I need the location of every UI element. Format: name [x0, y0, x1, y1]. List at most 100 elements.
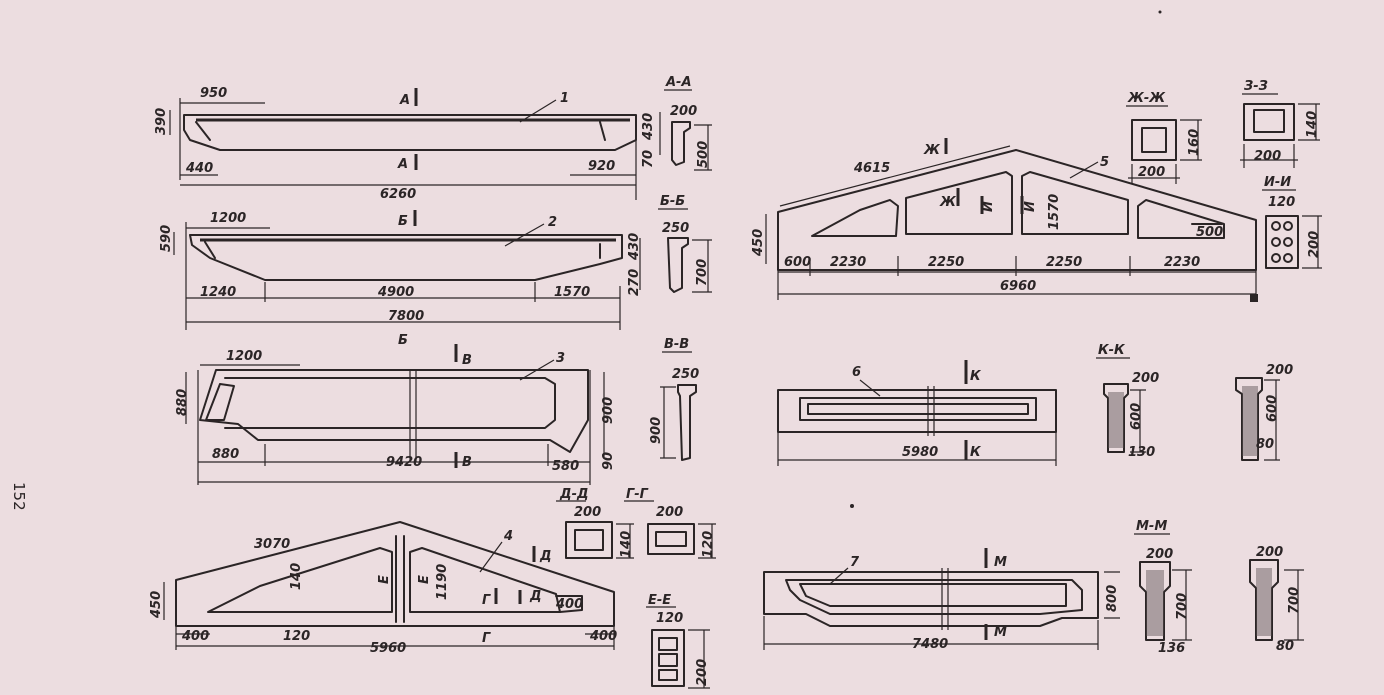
beam1-dim-len: 6260 [380, 187, 416, 202]
beam1-dim-920: 920 [588, 159, 615, 174]
beam2-section-top: Б [398, 214, 408, 229]
beam-1: 950 440 920 6260 390 430 70 1 А А [154, 86, 661, 202]
section-mm-bot: 136 [1158, 641, 1185, 656]
truss4-mark: 4 [503, 529, 513, 544]
beam3-dim-h3: 90 [601, 452, 616, 470]
section-aa-title: А-А [665, 75, 692, 90]
section-z3-w: 200 [1254, 149, 1281, 164]
section-gg-title: Г-Г [626, 487, 649, 502]
section-kk-h: 600 [1129, 403, 1144, 430]
beam2-section-bot: Б [398, 333, 408, 348]
section-kk-top: 200 [1132, 371, 1159, 386]
beam2-dim-len: 7800 [388, 309, 424, 324]
truss5-dim-l3: 2250 [1046, 255, 1082, 270]
beam-6: 5980 6 К К [777, 360, 1057, 466]
beam7-mark: 7 [850, 555, 860, 570]
section-z3-h: 140 [1305, 111, 1320, 138]
truss5-dim-l4: 2230 [1164, 255, 1200, 270]
beam-2: 1200 1240 4900 1570 7800 590 430 270 2 Б… [159, 210, 642, 348]
section-ee: Е-Е 120 200 [646, 593, 710, 689]
section-bb-title: Б-Б [660, 194, 685, 209]
truss4-dim-l3: 400 [589, 629, 617, 644]
section-m2-h: 700 [1287, 587, 1302, 614]
section-vv: В-В 250 900 [649, 337, 699, 461]
truss4-dim-h1: 450 [149, 591, 164, 619]
beam2-dim-h1: 590 [159, 225, 174, 252]
truss-5: 4615 600 2230 2250 2250 2230 6960 450 15… [751, 138, 1258, 302]
section-gg: Г-Г 200 120 [624, 487, 716, 559]
dot-mark [1158, 10, 1162, 14]
beam-7: 7480 800 7 М М [763, 548, 1120, 652]
section-kk-bot: 130 [1128, 445, 1155, 460]
section-ee-h: 200 [695, 659, 710, 686]
beam6-section-top: К [970, 369, 982, 384]
truss-4: 3070 400 120 5960 400 450 140 1190 400 4… [149, 521, 617, 656]
section-ii-h: 200 [1307, 231, 1322, 258]
truss4-dim-h4: 400 [555, 597, 583, 612]
section-m2: 200 700 80 [1249, 545, 1304, 654]
truss5-dim-l0: 600 [784, 255, 811, 270]
truss4-dim-len: 5960 [370, 641, 406, 656]
beam7-dim-h: 800 [1105, 585, 1120, 612]
truss5-dim-h2: 1570 [1047, 194, 1062, 230]
section-ii: И-И 120 200 [1262, 175, 1322, 269]
page-number: 152 [10, 482, 28, 511]
beam1-dim-950: 950 [200, 86, 227, 101]
beam3-dim-h2: 900 [601, 397, 616, 424]
truss4-section-e2: Е [417, 575, 432, 584]
dot-mark [850, 504, 854, 508]
section-vv-w: 250 [672, 367, 699, 382]
section-m2-bot: 80 [1276, 639, 1294, 654]
section-m2-top: 200 [1256, 545, 1283, 560]
truss5-section-i: И [981, 201, 996, 212]
beam3-mark: 3 [556, 351, 565, 366]
truss5-dim-h3: 500 [1196, 225, 1223, 240]
section-gg-w: 200 [656, 505, 683, 520]
beam1-mark: 1 [560, 91, 569, 106]
beam3-dim-l3: 9420 [386, 455, 422, 470]
section-vv-h: 900 [649, 417, 664, 444]
truss4-dim-h3: 1190 [435, 564, 450, 600]
truss5-dim-len: 6960 [1000, 279, 1036, 294]
section-z3: З-З 200 140 [1240, 79, 1320, 168]
beam-3: 1200 880 9420 580 880 900 90 3 В В [175, 344, 616, 485]
truss5-dim-h1: 450 [751, 229, 766, 257]
beam7-dim-len: 7480 [912, 637, 948, 652]
section-aa-h: 500 [696, 141, 711, 168]
beam3-dim-l4: 580 [552, 459, 579, 474]
truss4-section-g: Г [482, 593, 491, 608]
beam6-mark: 6 [852, 365, 861, 380]
section-zz: Ж-Ж 200 160 [1126, 91, 1202, 184]
truss4-section-d2: Д [529, 589, 542, 604]
section-k2-top: 200 [1266, 363, 1293, 378]
beam2-dim-h2: 430 [627, 233, 642, 261]
section-ii-title: И-И [1264, 175, 1291, 190]
section-k2-bot: 80 [1256, 437, 1274, 452]
truss4-dim-top: 3070 [254, 537, 290, 552]
section-mm: М-М 200 700 136 [1134, 519, 1192, 656]
beam2-dim-l4: 1570 [554, 285, 590, 300]
section-kk-title: К-К [1098, 343, 1126, 358]
beam1-dim-h1: 390 [154, 108, 169, 135]
section-ii-w: 120 [1268, 195, 1295, 210]
truss5-dim-l2: 2250 [928, 255, 964, 270]
beam2-dim-l2: 1240 [200, 285, 236, 300]
section-k2: 200 600 80 [1235, 363, 1293, 461]
section-zz-w: 200 [1138, 165, 1165, 180]
truss5-section-zh2: Ж [939, 195, 957, 210]
truss5-section-i2: И [1023, 201, 1038, 212]
section-dd: Д-Д 200 140 [556, 487, 634, 559]
section-aa: А-А 200 500 [664, 75, 712, 171]
beam6-section-bot: К [970, 445, 982, 460]
beam2-dim-h3: 270 [627, 269, 642, 296]
section-mm-h: 700 [1175, 593, 1190, 620]
section-dd-title: Д-Д [559, 487, 589, 502]
beam3-dim-h1: 880 [175, 389, 190, 416]
section-zz-title: Ж-Ж [1127, 91, 1166, 106]
truss4-dim-l1: 400 [181, 629, 209, 644]
section-k2-h: 600 [1265, 395, 1280, 422]
beam2-dim-l3: 4900 [377, 285, 414, 300]
beam3-dim-l2: 880 [212, 447, 239, 462]
